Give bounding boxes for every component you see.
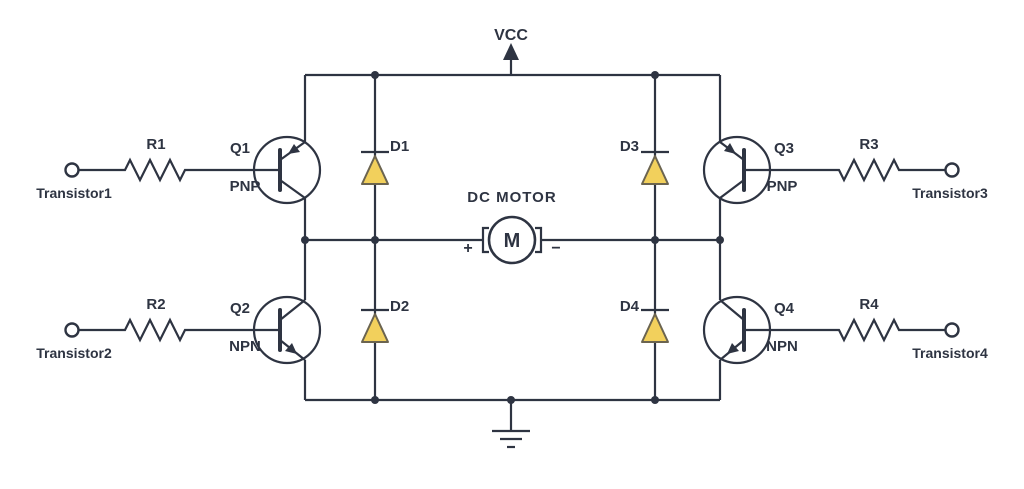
q3-emitter-arrow-icon [724, 143, 736, 154]
r1-resistor-wire [79, 157, 280, 183]
input-r1: R1 Transistor1 [36, 136, 280, 201]
q4-upper-lead-wire [719, 299, 745, 321]
r1-label: R1 [146, 136, 165, 153]
input-r4: R4 Transistor4 [744, 296, 988, 361]
q2-emitter-arrow-icon [285, 343, 297, 354]
junction-dot [371, 236, 379, 244]
r4-label: R4 [859, 296, 879, 313]
motor-left-brush-bracket [481, 226, 489, 254]
diode-d3: D3 [620, 75, 669, 240]
vcc-supply: VCC [494, 27, 528, 75]
transistor3-input-label: Transistor3 [912, 185, 988, 201]
r2-resistor-wire [79, 317, 280, 343]
diode-d1: D1 [361, 75, 409, 240]
transistor4-input-label: Transistor4 [912, 345, 988, 361]
motor-plus-label: + [463, 240, 472, 257]
d4-label: D4 [620, 298, 640, 315]
motor-body [487, 215, 537, 265]
junction-dot [651, 71, 659, 79]
r4-resistor-wire [744, 317, 945, 343]
d1-label: D1 [390, 138, 409, 155]
r2-label: R2 [146, 296, 165, 313]
vcc-arrow-icon [503, 43, 519, 60]
junction-dot [301, 236, 309, 244]
d3-label: D3 [620, 138, 639, 155]
transistor-q1: Q1 PNP [230, 140, 306, 199]
transistor-q3: Q3 PNP [719, 140, 798, 199]
d2-anode-triangle-icon [361, 313, 389, 343]
dc-motor: M DC MOTOR + − [305, 189, 720, 265]
q2-ref-label: Q2 [230, 300, 250, 317]
input-r2: R2 Transistor2 [36, 296, 280, 361]
transistor4-terminal [944, 322, 960, 338]
junction-dot [651, 236, 659, 244]
diode-d4: D4 [620, 240, 669, 400]
d2-label: D2 [390, 298, 409, 315]
q4-type-label: NPN [766, 338, 798, 355]
q4-ref-label: Q4 [774, 300, 795, 317]
q1-lower-lead-wire [279, 179, 306, 199]
vcc-label: VCC [494, 27, 528, 44]
transistor3-terminal [944, 162, 960, 178]
transistor2-terminal [64, 322, 80, 338]
junction-dots [301, 71, 724, 404]
q1-ref-label: Q1 [230, 140, 250, 157]
r3-resistor-wire [744, 157, 945, 183]
q1-emitter-arrow-icon [288, 144, 300, 154]
junction-dot [716, 236, 724, 244]
q3-ref-label: Q3 [774, 140, 794, 157]
motor-minus-label: − [551, 240, 560, 257]
q2-upper-lead-wire [279, 299, 306, 321]
input-r3: R3 Transistor3 [744, 136, 988, 201]
d1-anode-triangle-icon [361, 155, 389, 185]
q3-type-label: PNP [767, 178, 798, 195]
junction-dot [371, 396, 379, 404]
transistor1-input-label: Transistor1 [36, 185, 112, 201]
motor-right-brush-bracket [535, 226, 543, 254]
transistor2-input-label: Transistor2 [36, 345, 112, 361]
ground-symbol [492, 400, 530, 449]
junction-dot [651, 396, 659, 404]
transistor1-terminal [64, 162, 80, 178]
d3-anode-triangle-icon [641, 155, 669, 185]
q3-lower-lead-wire [719, 179, 745, 199]
motor-title-label: DC MOTOR [467, 189, 556, 206]
r3-label: R3 [859, 136, 878, 153]
junction-dot [507, 396, 515, 404]
diode-d2: D2 [361, 240, 409, 400]
motor-symbol-label: M [504, 230, 521, 252]
q1-type-label: PNP [230, 178, 261, 195]
q4-emitter-arrow-icon [727, 343, 739, 354]
q2-type-label: NPN [229, 338, 261, 355]
junction-dot [371, 71, 379, 79]
d4-anode-triangle-icon [641, 313, 669, 343]
